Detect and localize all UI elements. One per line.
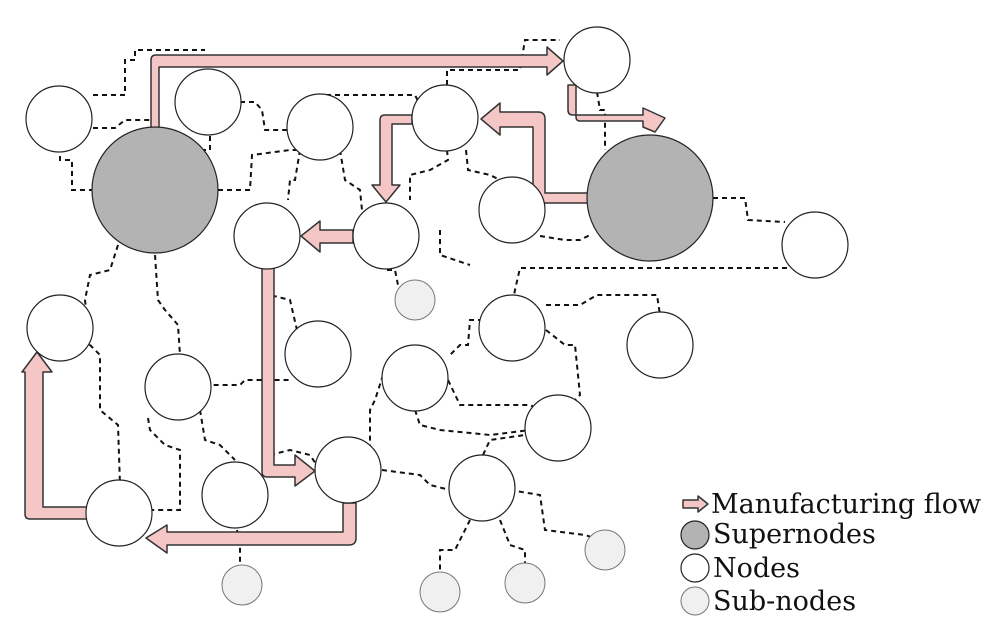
edge xyxy=(93,119,150,129)
edge xyxy=(713,197,786,223)
node xyxy=(25,85,93,153)
node xyxy=(781,211,849,279)
edge xyxy=(596,91,606,150)
supernodes xyxy=(91,126,714,262)
edge xyxy=(240,101,290,131)
edge xyxy=(439,230,471,266)
node xyxy=(174,68,242,136)
edge xyxy=(381,469,451,491)
edge xyxy=(93,49,205,96)
legend-nodes-label: Nodes xyxy=(713,553,800,584)
legend-item-flow: Manufacturing flow xyxy=(682,489,981,520)
edge xyxy=(218,149,300,191)
edge xyxy=(449,319,510,356)
node xyxy=(201,461,269,529)
edge xyxy=(83,244,121,486)
flow-arrow xyxy=(261,267,316,487)
edge xyxy=(269,448,321,471)
flow-arrow xyxy=(371,114,413,203)
edge xyxy=(539,234,591,241)
node xyxy=(563,26,631,94)
node xyxy=(314,436,382,504)
edge xyxy=(465,149,501,181)
edge xyxy=(512,267,787,301)
legend-item-supernodes: Supernodes xyxy=(680,519,876,550)
supernode xyxy=(91,126,219,254)
flow-arrow xyxy=(300,220,354,253)
flow-arrow xyxy=(145,502,357,554)
legend-flow-arrow-icon xyxy=(682,495,709,513)
legend-flow-label: Manufacturing flow xyxy=(711,489,981,520)
edge xyxy=(199,409,236,461)
node xyxy=(448,454,516,522)
nodes xyxy=(25,26,849,547)
legend: Manufacturing flow Supernodes Nodes Sub-… xyxy=(680,489,981,617)
node xyxy=(626,311,694,379)
node xyxy=(524,394,592,462)
node xyxy=(478,176,546,244)
legend-item-subnodes: Sub-nodes xyxy=(680,586,856,617)
edge xyxy=(154,254,181,356)
node xyxy=(284,320,352,388)
subnode xyxy=(584,529,626,571)
legend-supernodes-label: Supernodes xyxy=(713,519,876,550)
legend-subnode-icon xyxy=(680,586,710,616)
manufacturing-flow xyxy=(21,46,666,554)
flow-arrow xyxy=(150,46,564,131)
legend-subnodes-label: Sub-nodes xyxy=(713,586,856,617)
edge xyxy=(339,149,363,211)
supernode xyxy=(586,134,714,262)
subnode xyxy=(221,564,263,606)
edge xyxy=(509,489,601,541)
edge xyxy=(147,417,181,511)
node xyxy=(26,294,94,362)
node xyxy=(411,84,479,152)
legend-supernode-icon xyxy=(680,520,710,550)
node xyxy=(478,294,546,362)
legend-item-nodes: Nodes xyxy=(680,553,800,584)
node xyxy=(381,344,449,412)
edge xyxy=(287,149,301,201)
edge xyxy=(546,294,661,316)
sub-nodes xyxy=(221,279,626,613)
edge xyxy=(236,529,241,565)
subnode xyxy=(394,279,436,321)
legend-node-icon xyxy=(680,553,710,583)
node xyxy=(233,202,301,270)
node xyxy=(144,353,212,421)
edge xyxy=(409,149,450,200)
edge xyxy=(482,434,526,456)
subnode xyxy=(419,571,461,613)
edge xyxy=(439,519,471,570)
edge xyxy=(545,329,582,401)
edge xyxy=(499,519,526,565)
node xyxy=(352,202,420,270)
edge xyxy=(414,409,531,437)
node xyxy=(85,479,153,547)
flow-arrow xyxy=(567,84,666,133)
edge xyxy=(446,39,560,85)
flow-arrow xyxy=(21,351,89,520)
edge xyxy=(447,379,541,411)
node xyxy=(286,93,354,161)
subnode xyxy=(504,562,546,604)
